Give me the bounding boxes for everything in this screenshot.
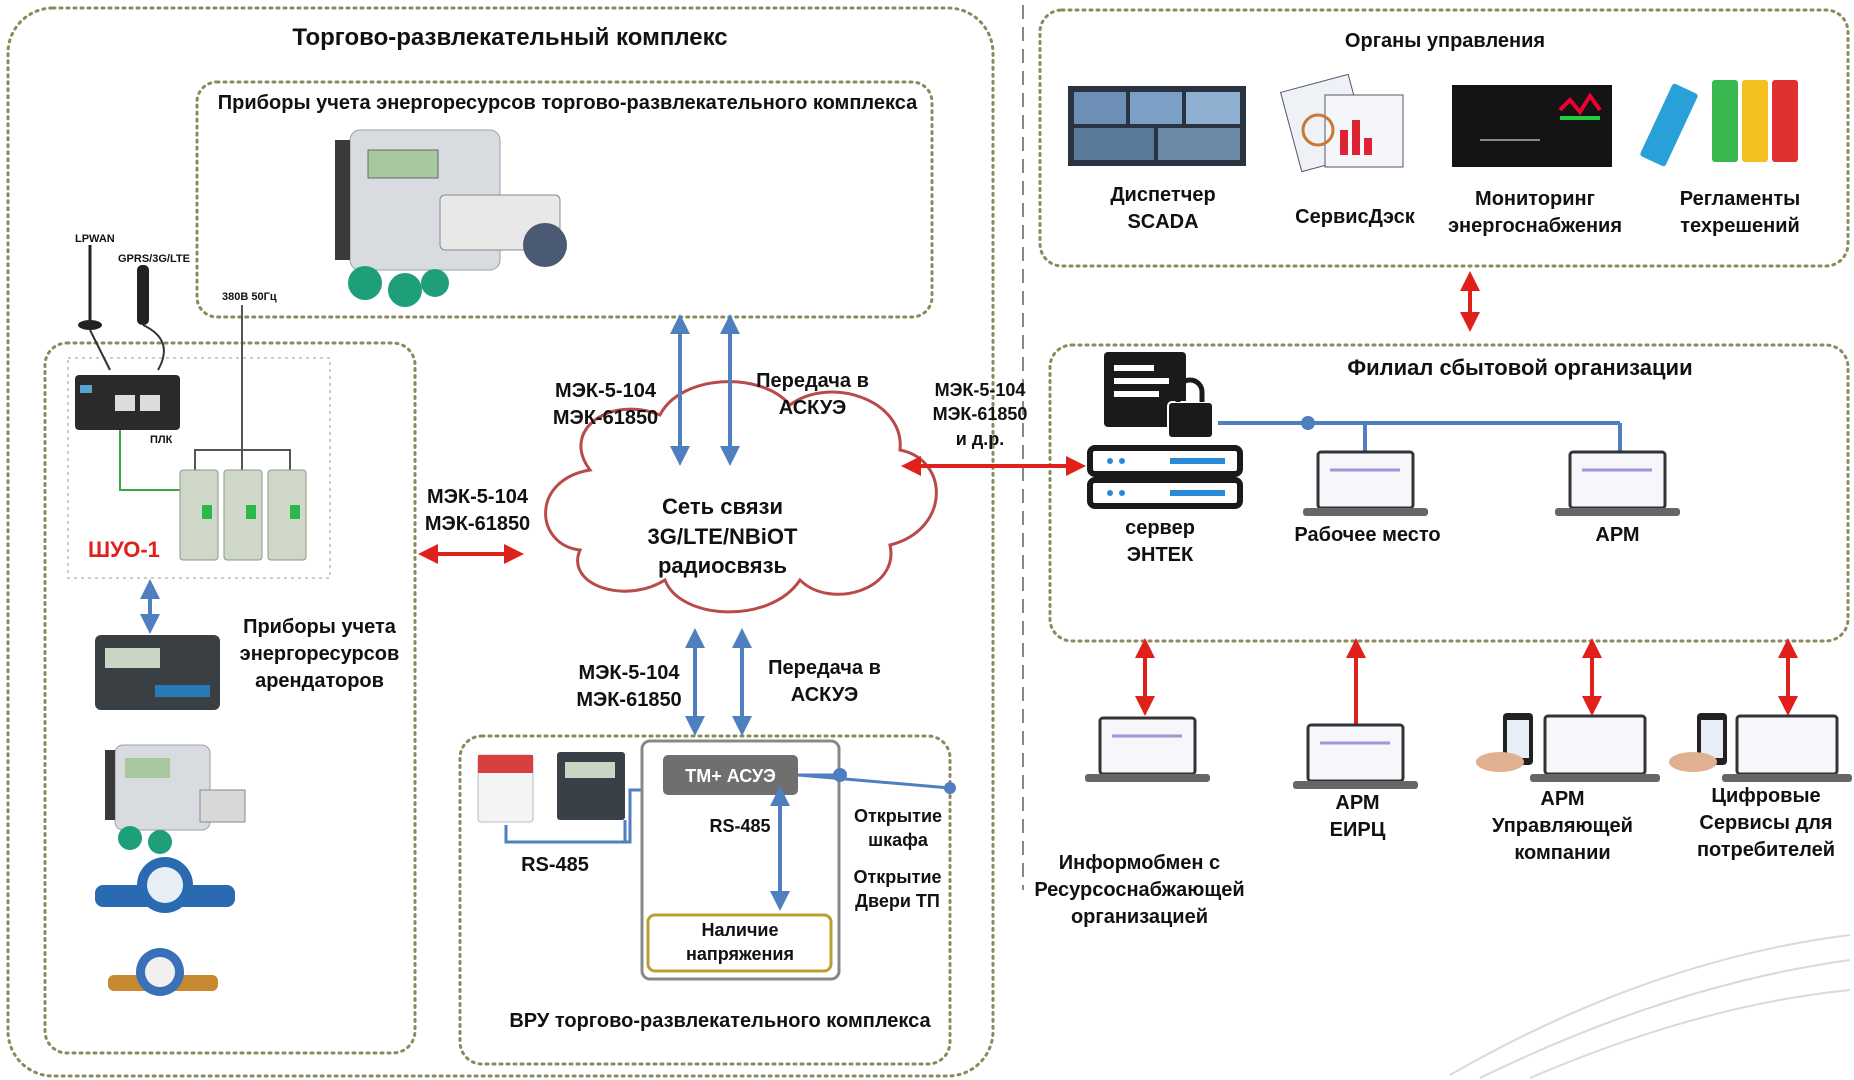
circuit-breakers-icon [179, 469, 307, 561]
voltage-label: Наличие напряжения [686, 920, 794, 965]
network-cloud [544, 380, 938, 614]
proto-top-label: МЭК-5-104 МЭК-61850 [552, 380, 659, 429]
mall-container [6, 6, 995, 1078]
energy-monitoring-screen-icon [1452, 85, 1612, 167]
transfer-top-label: Передача в АСКУЭ [756, 370, 869, 419]
tenant-water-meter-1-icon [95, 857, 235, 913]
servicedesk-label: СервисДэск [1295, 206, 1415, 228]
branch-title: Филиал сбытовой организации [1347, 355, 1693, 380]
vru-electricity-meter-icon [557, 752, 625, 820]
monitoring-label: Мониторинг энергоснабжения [1448, 188, 1622, 237]
server-lock-icon [1087, 352, 1243, 509]
power-label: 380В 50Гц [222, 291, 277, 303]
management-container [1038, 8, 1850, 268]
scada-label: Диспетчер SCADA [1110, 184, 1216, 233]
management-company-laptop-icon [1476, 713, 1660, 782]
digital-services-label: Цифровые Сервисы для потребителей [1696, 785, 1836, 861]
transfer-bottom-label: Передача в АСКУЭ [768, 657, 881, 706]
tm-asue-block [663, 755, 798, 795]
management-company-label: АРМ Управляющей компании [1492, 788, 1633, 864]
rs485-inner-label: RS-485 [709, 816, 771, 836]
watermark-decoration [1449, 934, 1851, 1079]
arm-laptop-icon [1555, 450, 1680, 516]
antenna-lpwan-label: LPWAN [75, 233, 115, 245]
eirc-laptop-icon [1293, 723, 1418, 789]
tenant-heat-meter-icon [105, 744, 246, 854]
rs485-outer-label: RS-485 [521, 854, 589, 876]
shuo-inner-box [67, 357, 331, 579]
tenants-label: Приборы учета энергоресурсов арендаторов [239, 616, 400, 692]
digital-services-laptop-icon [1669, 713, 1852, 782]
vru-title: ВРУ торгово-развлекательного комплекса [509, 1010, 931, 1032]
servicedesk-documents-icon [1279, 73, 1404, 173]
management-title: Органы управления [1344, 30, 1546, 52]
proto-right-label: МЭК-5-104 МЭК-61850 и д.р. [932, 380, 1028, 449]
proto-bottom-label: МЭК-5-104 МЭК-61850 [576, 662, 682, 711]
shuo-label: ШУО-1 [88, 537, 160, 562]
plc-icon [75, 375, 180, 430]
regulation-binders-icon [1640, 80, 1798, 167]
workplace-label: Рабочее место [1294, 524, 1441, 546]
antenna-icon [78, 245, 165, 371]
cabinet-open-label: Открытие шкафа [853, 806, 943, 851]
eirc-label: АРМ ЕИРЦ [1329, 792, 1386, 841]
tm-asue-label: ТМ+ АСУЭ [685, 766, 776, 786]
regulations-label: Регламенты техрешений [1679, 188, 1801, 237]
arm-label: АРМ [1595, 524, 1640, 546]
antenna-gprs-label: GPRS/3G/LTE [118, 253, 190, 265]
door-open-label: Открытие Двери ТП [853, 867, 942, 912]
proto-left-label: МЭК-5-104 МЭК-61850 [424, 486, 531, 535]
mall-title: Торгово-развлекательный комплекс [292, 24, 728, 51]
branch-container [1048, 343, 1850, 643]
scada-screen-icon [1068, 86, 1246, 166]
meters-box-title: Приборы учета энергоресурсов торгово-раз… [217, 92, 918, 114]
vru-container [458, 734, 952, 1066]
workplace-laptop-icon [1303, 450, 1428, 516]
resource-exchange-label: Информобмен с Ресурсоснабжающей организа… [1034, 852, 1245, 928]
resource-exchange-laptop-icon [1085, 716, 1210, 782]
shuo-container [43, 341, 417, 1055]
tenant-electricity-meter-icon [95, 635, 220, 710]
server-label: сервер ЭНТЕК [1125, 517, 1195, 566]
voltage-block [646, 913, 833, 973]
plc-label: ПЛК [150, 434, 173, 446]
tenant-water-meter-2-icon [108, 948, 218, 996]
meters-container [195, 80, 934, 319]
cloud-label: Сеть связи 3G/LTE/NBiOT радиосвязь [647, 494, 798, 579]
mall-meter-device-icon [335, 129, 567, 307]
vru-meter-red-icon [477, 754, 534, 823]
